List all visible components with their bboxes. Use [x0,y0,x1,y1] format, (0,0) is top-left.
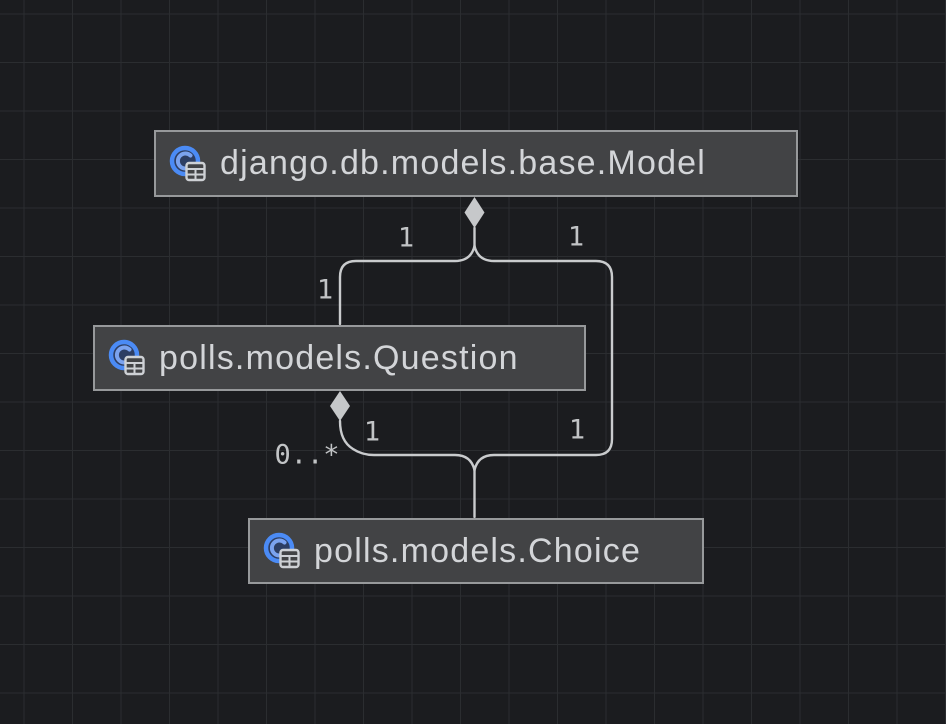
class-node-label: polls.models.Question [159,338,519,377]
class-node-model[interactable]: django.db.models.base.Model [154,130,798,197]
aggregation-diamond-model [464,197,485,228]
multiplicity-label: 1 [567,221,585,253]
edge-model-question [338,244,476,326]
class-node-label: polls.models.Choice [314,531,642,570]
class-node-question[interactable]: polls.models.Question [93,325,586,391]
edge-question-choice [338,419,476,472]
multiplicity-label: 1 [363,416,381,448]
django-model-class-icon [263,532,300,569]
class-node-choice[interactable]: polls.models.Choice [248,518,704,584]
multiplicity-label: 0..* [274,439,340,471]
class-node-label: django.db.models.base.Model [220,144,707,182]
multiplicity-label: 1 [316,274,334,306]
django-model-class-icon [108,339,145,376]
multiplicity-label: 1 [397,222,415,254]
aggregation-diamond-question [330,391,350,421]
multiplicity-label: 1 [568,414,586,446]
django-model-class-icon [169,145,206,181]
